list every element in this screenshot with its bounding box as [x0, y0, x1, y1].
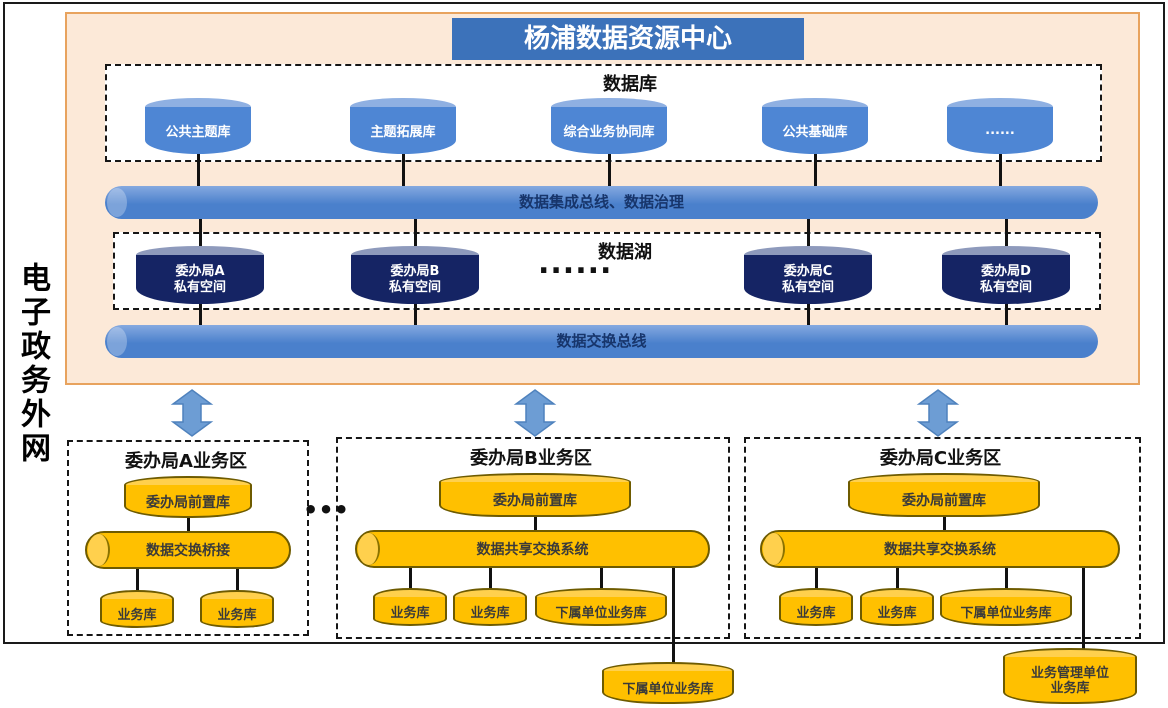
connector-line — [136, 568, 139, 592]
cylinder-body — [942, 255, 1070, 304]
page-title: 杨浦数据资源中心 — [452, 18, 804, 60]
connector-line — [600, 567, 603, 590]
extranet-frame — [3, 2, 1165, 644]
connector-line — [489, 567, 492, 590]
data-lake-section-box — [113, 232, 1101, 310]
cylinder-body — [373, 597, 447, 626]
cylinder-body — [350, 107, 456, 154]
zones-ellipsis: ••• — [303, 496, 350, 524]
connector-line — [534, 516, 537, 531]
zone-b-subordinate-db: 下属单位业务库 — [535, 588, 667, 626]
connector-line — [943, 516, 946, 531]
exchange-bus-bar: 数据交换总线 — [105, 325, 1098, 358]
cylinder-body — [136, 255, 264, 304]
zone-c-front-db-cylinder: 委办局前置库 — [848, 473, 1040, 517]
cylinder-body — [744, 255, 872, 304]
db-cylinder-public-base: 公共基础库 — [762, 98, 868, 154]
cylinder-body — [200, 599, 274, 628]
cylinder-body — [848, 482, 1040, 517]
db-cylinder-more: ...... — [947, 98, 1053, 154]
connector-line — [608, 150, 611, 188]
cylinder-body — [947, 107, 1053, 154]
db-cylinder-theme-expansion: 主题拓展库 — [350, 98, 456, 154]
double-arrow-icon — [513, 389, 557, 437]
db-cylinder-public-theme: 公共主题库 — [145, 98, 251, 154]
zone-b-title: 委办局B业务区 — [470, 448, 592, 469]
connector-line — [999, 150, 1002, 188]
zone-a-business-db-1: 业务库 — [100, 590, 174, 628]
extranet-vertical-label: 电子政务外网 — [15, 262, 50, 466]
cylinder-body — [124, 485, 252, 518]
connector-line — [1082, 567, 1085, 652]
zone-c-subordinate-db: 下属单位业务库 — [940, 588, 1072, 626]
zone-b-business-db-1: 业务库 — [373, 588, 447, 626]
cylinder-body — [535, 597, 667, 626]
zone-c-title: 委办局C业务区 — [879, 448, 1002, 469]
cylinder-body — [602, 671, 734, 704]
zone-c-business-db-1: 业务库 — [779, 588, 853, 626]
integration-bus-bar: 数据集成总线、数据治理 — [105, 186, 1098, 219]
connector-line — [672, 567, 675, 664]
connector-line — [814, 150, 817, 188]
connector-line — [409, 567, 412, 590]
zone-c-external-management-db: 业务管理单位 业务库 — [1003, 648, 1137, 704]
cylinder-body — [351, 255, 479, 304]
connector-line — [1005, 567, 1008, 590]
connector-line — [896, 567, 899, 590]
cylinder-body — [1003, 657, 1137, 704]
data-lake-ellipsis: ...... — [538, 246, 613, 281]
zone-a-business-db-2: 业务库 — [200, 590, 274, 628]
zone-c-share-exchange-bar: 数据共享交换系统 — [760, 530, 1120, 568]
cylinder-body — [100, 599, 174, 628]
cylinder-body — [940, 597, 1072, 626]
connector-line — [197, 150, 200, 188]
cylinder-body — [860, 597, 934, 626]
zone-b-business-db-2: 业务库 — [453, 588, 527, 626]
zone-a-exchange-bar: 数据交换桥接 — [85, 531, 291, 569]
cylinder-body — [439, 482, 631, 517]
cylinder-body — [453, 597, 527, 626]
data-lake-label: 数据湖 — [598, 242, 652, 263]
zone-a-title: 委办局A业务区 — [125, 451, 247, 472]
cylinder-body — [762, 107, 868, 154]
double-arrow-icon — [170, 389, 214, 437]
cylinder-body — [145, 107, 251, 154]
connector-line — [402, 150, 405, 188]
database-section-label: 数据库 — [603, 74, 657, 95]
double-arrow-icon — [916, 389, 960, 437]
connector-line — [815, 567, 818, 590]
zone-a-front-db-cylinder: 委办局前置库 — [124, 476, 252, 518]
zone-b-external-subordinate-db: 下属单位业务库 — [602, 662, 734, 704]
zone-b-front-db-cylinder: 委办局前置库 — [439, 473, 631, 517]
cylinder-body — [551, 107, 667, 154]
db-cylinder-business-collab: 综合业务协同库 — [551, 98, 667, 154]
zone-b-share-exchange-bar: 数据共享交换系统 — [355, 530, 710, 568]
connector-line — [236, 568, 239, 592]
connector-line — [187, 517, 190, 532]
zone-c-business-db-2: 业务库 — [860, 588, 934, 626]
cylinder-body — [779, 597, 853, 626]
